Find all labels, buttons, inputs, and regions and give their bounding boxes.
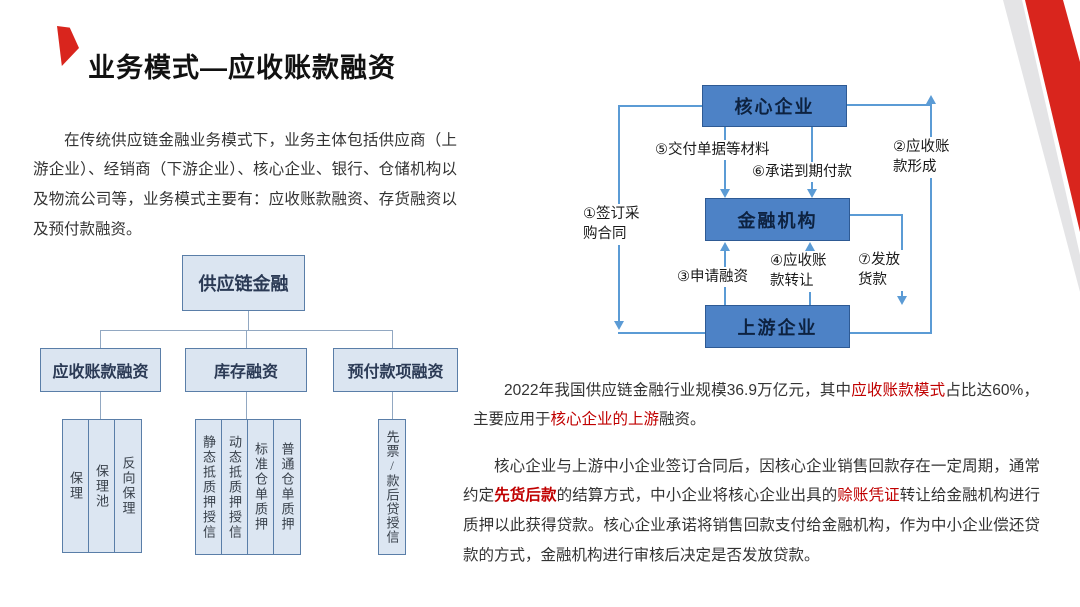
flow-label-step7: ⑦发放货款 [858,250,912,291]
flow-label-step2: ②应收账款形成 [893,137,961,178]
stats-paragraph: 2022年我国供应链金融行业规模36.9万亿元，其中应收账款模式占比达60%，主… [473,376,1039,436]
flow-label-step5: ⑤交付单据等材料 [655,140,770,161]
leaf-factoring: 保理 [62,419,89,553]
arrow-down-icon [720,189,730,198]
page-title: 业务模式—应收账款融资 [88,53,396,84]
tree-connector [248,311,249,330]
leaf-label: 动态抵质押授信 [227,434,242,540]
tree-branch-prepayment: 预付款项融资 [333,348,458,392]
tree-connector [246,392,247,419]
flow-node-upstream-enterprise: 上游企业 [705,305,850,348]
arrow-up-icon [805,242,815,251]
flow-line [618,105,702,107]
leaf-standard-warehouse: 标准仓单质押 [247,419,274,555]
text-run: 核心企业与上游中小企业签订合同后，因核心企业销售回款存在一定周期，通常约定 [463,457,1040,505]
tree-connector [392,392,393,419]
arrow-down-icon [897,296,907,305]
text-run: 赊账凭证 [837,487,900,505]
arrow-up-icon [926,95,936,104]
leaf-factoring-pool: 保理池 [88,419,115,553]
flow-label-step4: ④应收账款转让 [770,251,838,292]
tree-branch-inventory: 库存融资 [185,348,307,392]
leaf-label: 普通仓单质押 [279,442,295,532]
arrow-down-icon [614,321,624,330]
flow-node-core-enterprise: 核心企业 [702,85,847,127]
text-run: 转让给金融机构进行质押以此获得贷款。核心企业承诺将销售回款支付给金融机构，作为中… [463,487,1040,564]
tree-root-node: 供应链金融 [182,255,305,311]
text-run: 融资。 [659,411,706,429]
corner-red-wedge [1025,0,1080,232]
flow-label-step1: ①签订采购合同 [583,204,651,245]
flow-label-step3: ③申请融资 [677,267,748,288]
leaf-static-pledge: 静态抵质押授信 [195,419,222,555]
text-run: 2022年我国供应链金融行业规模36.9万亿元，其中 [504,381,852,399]
tree-connector [392,330,393,348]
flow-line [847,104,930,106]
text-run: 的结算方式，中小企业将核心企业出具的 [556,487,838,505]
leaf-label: 保理池 [94,463,109,509]
flow-line [850,214,903,216]
text-run: 核心企业的上游 [550,411,660,429]
flow-line [848,332,932,334]
leaf-label: 保理 [68,471,83,501]
title-pennant-icon [57,26,79,66]
leaf-label: 静态抵质押授信 [201,434,216,540]
flow-line [811,127,813,191]
tree-connector [100,330,101,348]
leaf-reverse-factoring: 反向保理 [114,419,142,553]
arrow-down-icon [807,189,817,198]
leaf-label: 先票/款后贷授信 [384,430,400,544]
leaf-common-warehouse: 普通仓单质押 [273,419,301,555]
tree-connector [100,392,101,419]
text-run: 先货后款 [494,487,557,505]
arrow-up-icon [720,242,730,251]
flow-label-step6: ⑥承诺到期付款 [752,162,852,183]
flow-node-financial-institution: 金融机构 [705,198,850,241]
text-run: 占比达60%，主要应用于 [473,381,1039,429]
detail-paragraph: 核心企业与上游中小企业签订合同后，因核心企业销售回款存在一定周期，通常约定先货后… [463,452,1040,571]
tree-connector [246,330,247,348]
text-run: 应收账款模式 [851,381,946,399]
tree-branch-receivables: 应收账款融资 [40,348,161,392]
flow-line [930,104,932,334]
leaf-dynamic-pledge: 动态抵质押授信 [221,419,248,555]
intro-paragraph: 在传统供应链金融业务模式下，业务主体包括供应商（上游企业）、经销商（下游企业）、… [33,131,457,238]
leaf-label: 标准仓单质押 [253,442,268,532]
flow-line [618,332,705,334]
leaf-loan-after-ticket: 先票/款后贷授信 [378,419,406,555]
leaf-label: 反向保理 [120,456,136,516]
